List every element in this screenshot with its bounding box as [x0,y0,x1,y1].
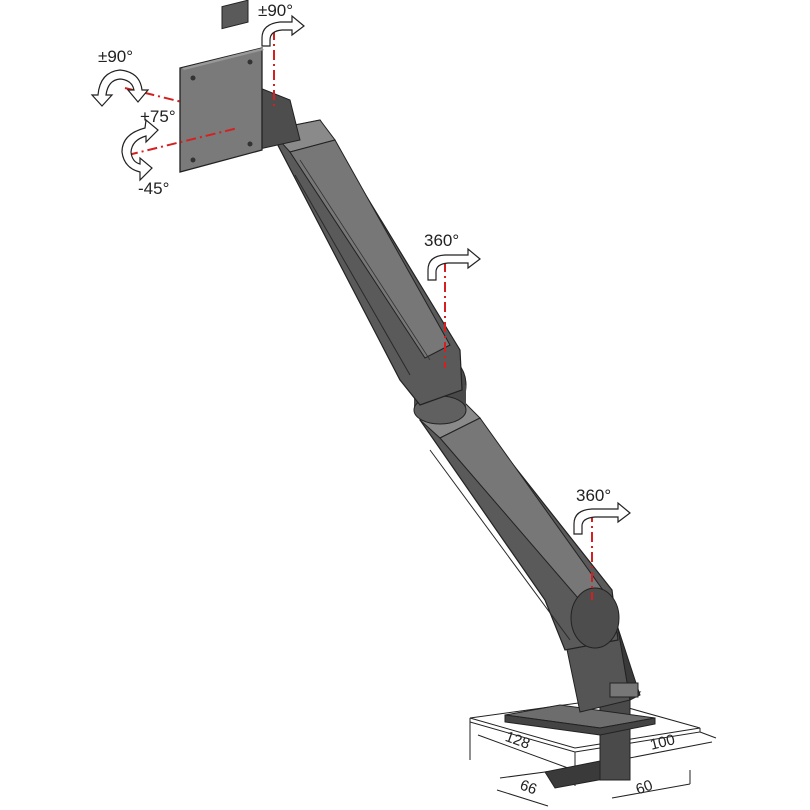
elbow-rotation-label: 360° [424,231,460,250]
tilt-arrow-icon [121,118,159,182]
base-rotation-label: 360° [576,486,612,505]
rotation-arrows [90,14,631,535]
arm-base [504,627,656,736]
upper-arm [269,119,463,406]
base-360-arrow-icon [573,501,631,535]
elbow-360-arrow-icon [427,247,481,281]
tilt-up-label: +75° [140,107,176,126]
vesa-plate [179,0,264,173]
swivel-left-label: ±90° [98,47,134,66]
tilt-top-arrow-icon [261,14,305,47]
lower-arm [419,399,620,651]
tilt-top-label: ±90° [258,1,294,20]
swivel-left-arrow-icon [90,69,150,107]
tilt-down-label: -45° [138,179,170,198]
